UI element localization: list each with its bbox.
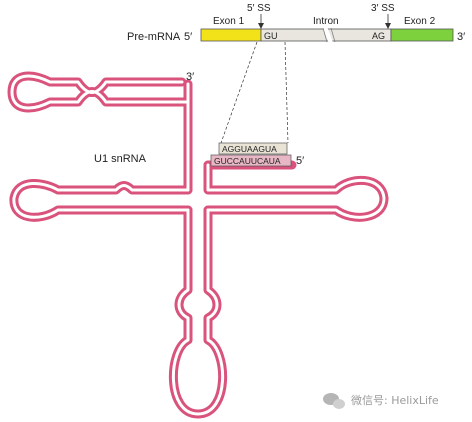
five-prime-ss-label: 5′ SS <box>247 3 271 14</box>
gu-dinucleotide: GU <box>264 31 278 41</box>
base-pairing: AGGUAAGUA GUCCAUUCAUA 5′ <box>210 142 304 167</box>
three-prime-ss-label: 3′ SS <box>371 3 395 14</box>
u1-snrna-label: U1 snRNA <box>94 153 147 165</box>
pre-mrna-5prime: 5′ <box>184 31 192 43</box>
projection-line-right <box>284 41 289 144</box>
stem-loop-4-core <box>171 208 225 416</box>
watermark-text: 微信号: HelixLife <box>351 393 439 407</box>
intron-break-mark <box>323 26 333 44</box>
u1-5prime-sequence: GUCCAUUCAUA <box>214 156 281 166</box>
projection-line-left <box>220 41 258 144</box>
exon2-block <box>390 28 454 42</box>
stem-loop-3-core <box>206 163 386 219</box>
watermark: 微信号: HelixLife <box>323 393 439 409</box>
u1-snrna-structure <box>7 71 389 419</box>
pre-mrna-3prime: 3′ <box>457 31 465 43</box>
wechat-icon <box>323 393 345 409</box>
exon1-block <box>200 28 262 42</box>
u1-3prime-label: 3′ <box>186 71 194 83</box>
stem-loop-1-core <box>10 74 190 110</box>
ag-dinucleotide: AG <box>372 31 385 41</box>
five-prime-ss-arrowhead <box>258 23 264 29</box>
three-prime-ss-arrowhead <box>385 23 391 29</box>
mrna-5ss-sequence-box <box>218 142 288 155</box>
projection-lines <box>220 41 289 144</box>
u1-5prime-label: 5′ <box>296 155 304 167</box>
stem-loop-2-core <box>12 182 190 219</box>
mrna-5ss-sequence: AGGUAAGUA <box>222 144 277 154</box>
exon2-label: Exon 2 <box>404 16 436 27</box>
u1-5prime-sequence-box <box>210 154 292 167</box>
intron-label: Intron <box>313 16 339 27</box>
pre-mrna-label: Pre-mRNA <box>127 31 181 43</box>
exon1-label: Exon 1 <box>213 16 245 27</box>
intron-break-lines <box>322 27 336 43</box>
pre-mrna: Pre-mRNA 5′ 3′ Exon 1 Intron Exon 2 5′ S… <box>127 3 465 44</box>
